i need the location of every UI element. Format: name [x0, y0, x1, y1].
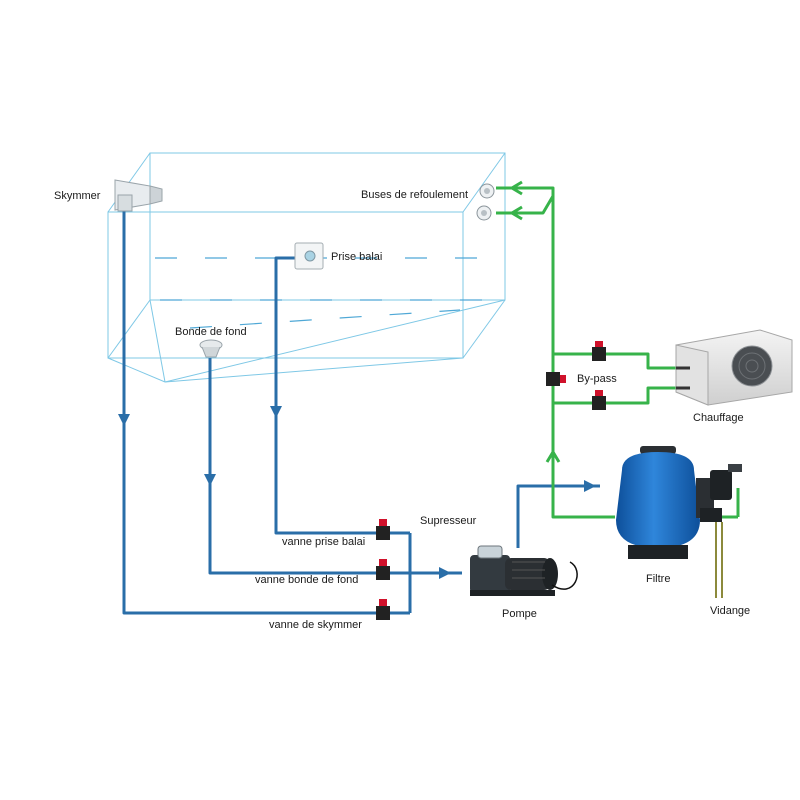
label-valve-main-drain: vanne bonde de fond: [255, 574, 358, 586]
nozzle-icon: [476, 183, 495, 221]
valve-icon: [592, 341, 606, 361]
valve-icon: [376, 519, 390, 540]
pool-basin: [107, 152, 506, 383]
suction-pipes: [118, 207, 600, 615]
label-filter: Filtre: [646, 573, 670, 585]
label-main-drain: Bonde de fond: [175, 326, 247, 338]
pump-icon: [470, 545, 578, 596]
label-skimmer: Skymmer: [54, 190, 101, 202]
wall-inlet-icon: [294, 242, 324, 270]
skimmer-icon: [114, 179, 163, 212]
label-valve-vacuum: vanne prise balai: [282, 536, 365, 548]
flow-arrow-return: [545, 449, 561, 472]
heat-pump-icon: [675, 329, 793, 406]
drain-pipe: [715, 522, 723, 598]
label-pump: Pompe: [502, 608, 537, 620]
label-drain: Vidange: [710, 605, 750, 617]
valve-icon: [376, 559, 390, 580]
flow-arrow-jet-1: [509, 180, 530, 196]
label-heating: Chauffage: [693, 412, 744, 424]
valve-icon: [592, 390, 606, 410]
label-vacuum-inlet: Prise balai: [331, 251, 382, 263]
valve-icon: [376, 599, 390, 620]
valve-icon: [546, 372, 566, 386]
flow-arrow-jet-2: [509, 205, 530, 221]
floor-drain-icon: [199, 339, 223, 358]
label-return-jets: Buses de refoulement: [361, 189, 468, 201]
sand-filter-icon: [616, 446, 742, 559]
label-bypass: By-pass: [577, 373, 617, 385]
label-booster: Supresseur: [420, 515, 477, 527]
label-valve-skimmer: vanne de skymmer: [269, 619, 362, 631]
